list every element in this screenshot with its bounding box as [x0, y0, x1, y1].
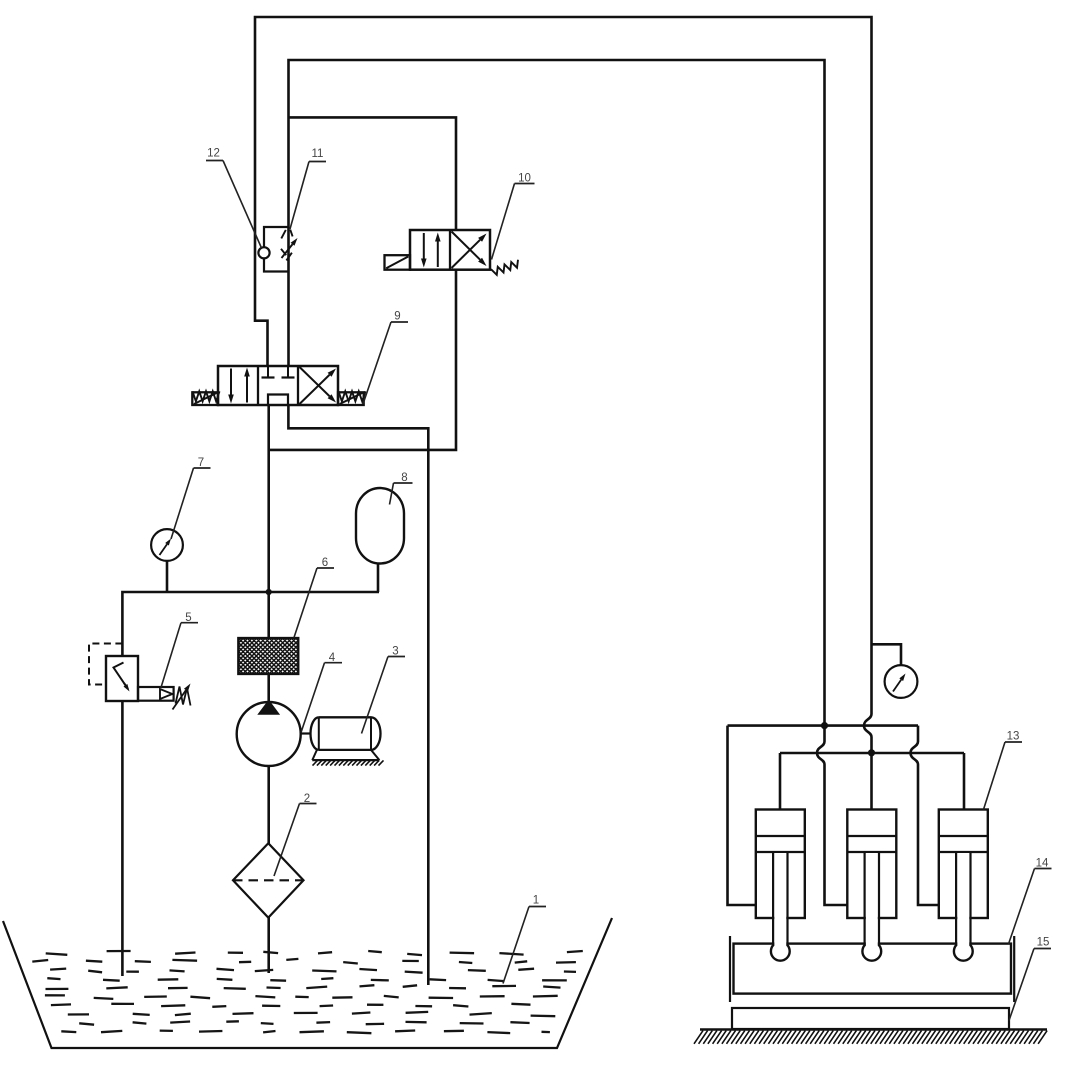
- svg-text:14: 14: [1036, 858, 1049, 870]
- svg-text:1: 1: [533, 895, 539, 907]
- svg-text:8: 8: [401, 472, 407, 484]
- svg-text:12: 12: [207, 148, 220, 160]
- svg-text:6: 6: [322, 557, 328, 569]
- svg-text:15: 15: [1037, 937, 1050, 949]
- svg-text:11: 11: [312, 148, 324, 160]
- svg-text:5: 5: [185, 612, 191, 624]
- svg-text:13: 13: [1007, 731, 1020, 743]
- svg-text:3: 3: [392, 646, 398, 658]
- svg-text:10: 10: [518, 173, 531, 185]
- svg-text:2: 2: [304, 793, 310, 805]
- svg-text:4: 4: [329, 652, 336, 664]
- svg-text:9: 9: [394, 311, 400, 323]
- svg-text:7: 7: [198, 457, 204, 469]
